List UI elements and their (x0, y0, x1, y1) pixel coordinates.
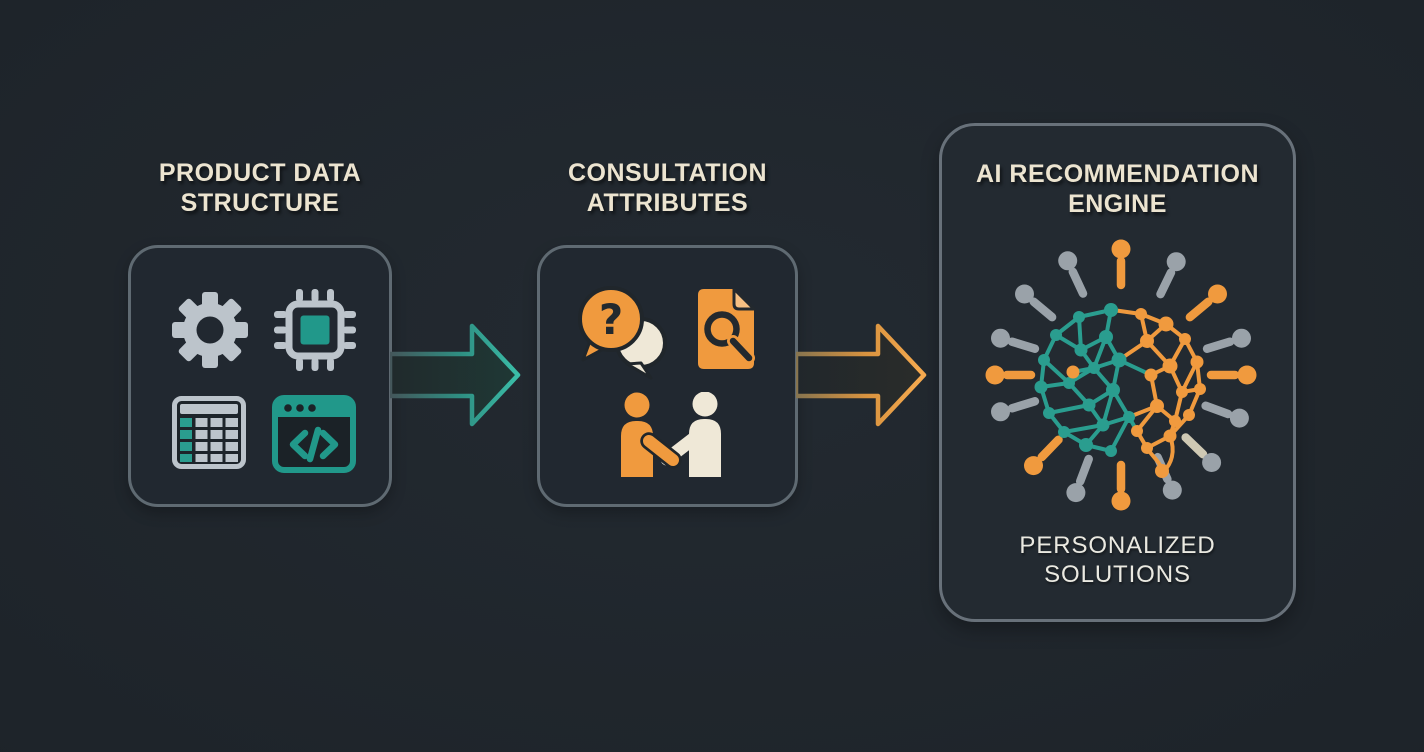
title-line: STRUCTURE (180, 189, 340, 217)
brain-teal-nodes (1034, 303, 1135, 457)
data-table-icon (172, 396, 246, 469)
question-chat-icon: ? (578, 286, 667, 380)
title-line: PRODUCT DATA (158, 159, 362, 187)
title-line: ATTRIBUTES (586, 189, 749, 217)
stage-title-consultation: CONSULTATION ATTRIBUTES (537, 158, 798, 218)
flow-arrow-teal (390, 323, 521, 427)
chip-icon (274, 289, 356, 371)
handshake-icon (621, 392, 721, 477)
svg-text:?: ? (599, 295, 623, 344)
consultation-box: ? (537, 245, 798, 507)
title-line: AI RECOMMENDATION (975, 160, 1260, 188)
panel-caption: PERSONALIZED SOLUTIONS (942, 531, 1293, 589)
code-window-icon (272, 395, 356, 473)
brain-network-icon (985, 239, 1257, 511)
gear-icon (172, 292, 248, 368)
caption-line: PERSONALIZED (1019, 532, 1216, 559)
caption-line: SOLUTIONS (1044, 561, 1191, 588)
title-line: ENGINE (1068, 190, 1167, 218)
document-search-icon (698, 287, 756, 369)
title-line: CONSULTATION (567, 159, 768, 187)
flow-arrow-orange (796, 323, 927, 427)
stage-title-ai-engine: AI RECOMMENDATION ENGINE (942, 159, 1293, 219)
ai-engine-panel: AI RECOMMENDATION ENGINE (939, 123, 1296, 622)
stage-title-product-data: PRODUCT DATA STRUCTURE (128, 158, 392, 218)
brain-orange-nodes (1066, 308, 1206, 478)
sunburst-rays (985, 239, 1257, 511)
product-data-box (128, 245, 392, 507)
